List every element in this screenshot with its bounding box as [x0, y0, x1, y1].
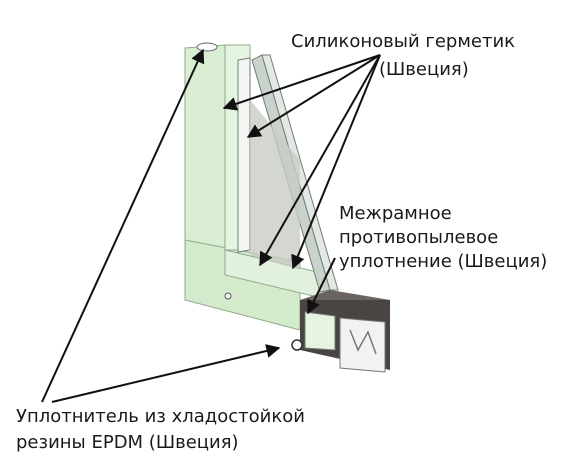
sill-block [291, 290, 390, 373]
label-dust-seal-line1: Межрамное [339, 203, 452, 224]
epdm-arrows [41, 48, 281, 403]
label-dust-seal-line3: уплотнение (Швеция) [339, 251, 548, 272]
label-epdm-seal-line1: Уплотнитель из хладостойкой [16, 406, 305, 427]
label-silicone-sealant-line1: Силиконовый герметик [291, 31, 516, 52]
silicone-arrows [222, 54, 381, 270]
label-silicone-sealant-line2: (Швеция) [379, 59, 469, 80]
label-epdm-seal-line2: резины EPDM (Швеция) [16, 432, 239, 453]
label-dust-seal-line2: противопылевое [339, 227, 499, 248]
glass-unit [237, 54, 339, 293]
dust-seal-arrow [307, 257, 336, 315]
